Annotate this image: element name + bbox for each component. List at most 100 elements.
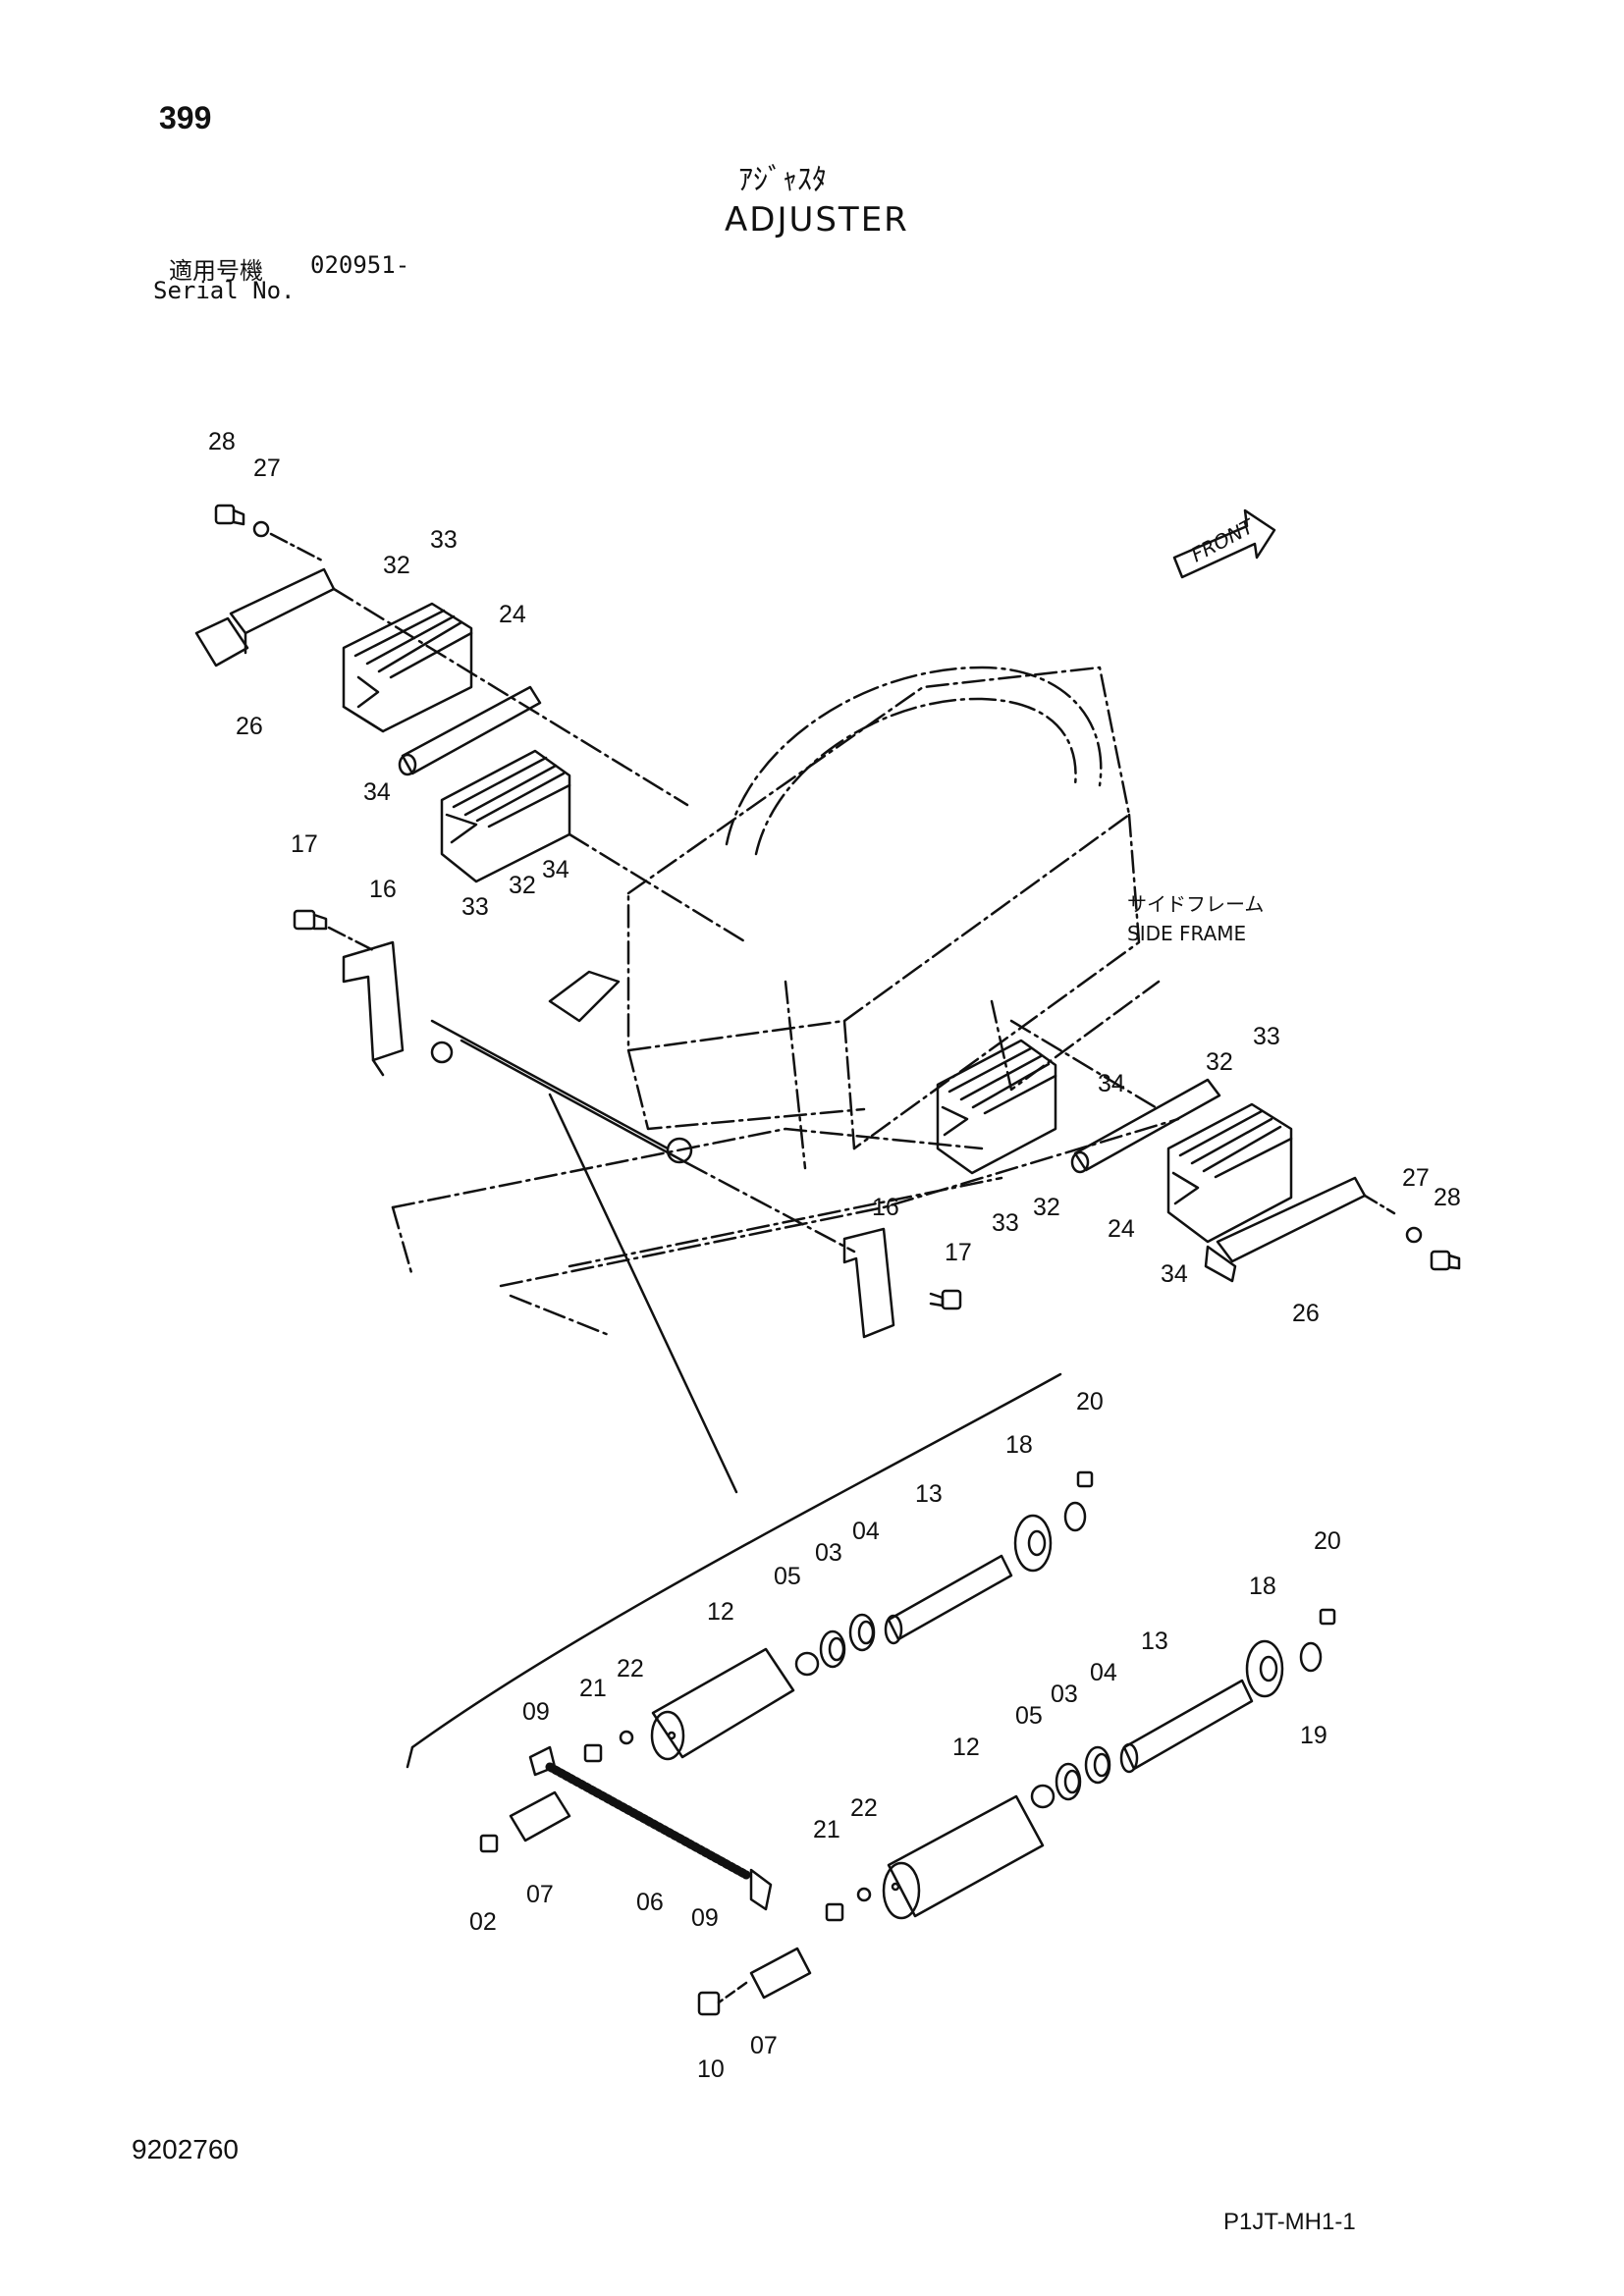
part-label: 28 [208,428,236,455]
part-label: 03 [815,1539,842,1567]
part-label: 24 [499,601,526,628]
ring-04-lower [1084,1745,1111,1785]
part-label: 28 [1434,1184,1461,1211]
bracket-16-lower [842,1227,895,1339]
part-label: 04 [1090,1659,1117,1686]
part-label: 26 [1292,1300,1320,1327]
hose-06 [545,1762,751,1880]
part-label: 07 [750,2032,778,2059]
part-label: 33 [1253,1023,1280,1050]
side-frame-label: SIDE FRAME [1127,922,1246,945]
part-label: 13 [1141,1628,1168,1655]
pin-24-upper [398,685,542,776]
part-label: 20 [1076,1388,1104,1415]
valve-07-lower [749,1947,812,2000]
serial-range: 020951- [310,251,410,279]
part-label: 18 [1005,1431,1033,1459]
title-japanese: ｱｼﾞｬｽﾀ [738,164,827,196]
part-label: 09 [522,1698,550,1726]
part-label: 26 [236,713,263,740]
part-label: 21 [579,1675,607,1702]
cylinder-12-lower [882,1794,1045,1920]
part-label: 04 [852,1518,880,1545]
sheet-code: P1JT-MH1-1 [1223,2209,1356,2235]
bolt-28-upper-left [214,504,245,526]
part-label: 22 [617,1655,644,1682]
page-number: 399 [159,100,212,135]
rod-13-upper [884,1554,1013,1645]
ring-03-upper [819,1629,846,1669]
part-label: 06 [636,1889,664,1916]
part-label: 34 [363,778,391,806]
fitting-22-21-upper [583,1730,634,1763]
part-label: 05 [1015,1702,1043,1730]
part-label: 34 [1161,1260,1188,1288]
shim-pack-upper-left [342,602,473,733]
shim-pack-right-outer [1166,1102,1293,1244]
bolt-17-lower [929,1289,962,1310]
part-number-callouts: 28 27 33 32 24 26 34 34 32 33 17 16 33 3… [208,428,1461,2083]
fitting-22-21-lower [825,1887,872,1922]
plug-10 [697,1991,721,2016]
bracket-16-upper [342,940,405,1077]
side-frame [391,666,1180,1337]
adjuster-cylinder-in-frame [430,970,693,1165]
part-label: 13 [915,1480,943,1508]
part-label: 32 [383,552,410,579]
part-label: 05 [774,1563,801,1590]
bracket-26-upper-left [194,567,336,667]
elbow-09-lower [749,1868,773,1911]
part-label: 20 [1314,1527,1341,1555]
side-frame-label-jp: サイドフレーム [1127,892,1264,916]
front-arrow [1172,508,1276,579]
elbow-09-upper [528,1745,557,1777]
ring-03-lower [1055,1762,1082,1801]
part-label: 24 [1108,1215,1135,1243]
part-label: 27 [253,454,281,482]
part-label: 19 [1300,1722,1327,1749]
bolt-17-upper [293,909,328,931]
flange-18-lower [1245,1639,1284,1698]
part-label: 22 [850,1794,878,1822]
bolt-20-upper [1076,1470,1094,1488]
part-label: 07 [526,1881,554,1908]
ring-04-upper [848,1613,876,1652]
plug-02 [479,1834,499,1853]
document-code: 9202760 [132,2134,240,2164]
part-label: 33 [992,1209,1019,1237]
part-label: 12 [707,1598,734,1626]
part-label: 21 [813,1816,840,1843]
part-label: 34 [1098,1070,1125,1097]
oring-19-upper [1063,1501,1087,1532]
serial-label: Serial No. [153,277,296,304]
part-label: 10 [697,2056,725,2083]
part-label: 12 [952,1734,980,1761]
part-label: 27 [1402,1164,1430,1192]
part-label: 16 [369,876,397,903]
part-label: 17 [291,830,318,858]
cylinder-12-upper [650,1647,795,1761]
seal-05-lower [1030,1784,1056,1809]
shim-pack-right-lower [936,1039,1057,1175]
part-label: 33 [430,526,458,554]
part-label: 32 [1206,1048,1233,1076]
part-label: 34 [542,856,569,883]
bolt-20-lower [1319,1608,1336,1626]
bolt-28-right [1430,1250,1461,1271]
oring-19-lower [1299,1641,1323,1673]
page-title: ADJUSTER [725,200,909,240]
part-label: 32 [1033,1194,1060,1221]
part-label: 18 [1249,1573,1276,1600]
valve-07-upper [509,1790,571,1842]
serial-label-japanese: 適用号機 [169,257,263,285]
part-label: 03 [1051,1681,1078,1708]
pin-24-lower [1070,1078,1221,1174]
rod-13-lower [1119,1679,1254,1774]
part-label: 09 [691,1904,719,1932]
part-label: 17 [945,1239,972,1266]
part-label: 16 [872,1194,899,1221]
part-label: 02 [469,1908,497,1936]
part-label: 33 [461,893,489,921]
part-label: 32 [509,872,536,899]
